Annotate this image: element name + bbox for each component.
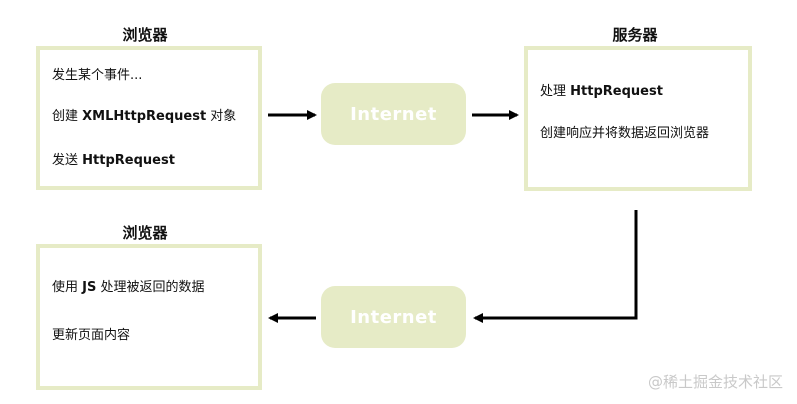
- internet-top-pill: Internet: [321, 83, 466, 145]
- arrow-server-to-internet: [473, 210, 638, 323]
- browser-top-line-3: 发送 HttpRequest: [52, 153, 175, 168]
- browser-bottom-line-1: 使用 JS 处理被返回的数据: [52, 280, 205, 295]
- server-title: 服务器: [612, 26, 658, 44]
- server-box: 处理 HttpRequest 创建响应并将数据返回浏览器: [524, 46, 752, 191]
- server-line-2: 创建响应并将数据返回浏览器: [540, 126, 710, 141]
- internet-bottom-pill: Internet: [321, 286, 466, 348]
- browser-top-title: 浏览器: [122, 26, 168, 44]
- server-line-1: 处理 HttpRequest: [540, 84, 663, 99]
- browser-top-line-1: 发生某个事件...: [52, 68, 143, 83]
- watermark: @稀土掘金技术社区: [647, 373, 783, 391]
- browser-top-line-2: 创建 XMLHttpRequest 对象: [52, 109, 237, 124]
- browser-top-box: 发生某个事件... 创建 XMLHttpRequest 对象 发送 HttpRe…: [36, 46, 262, 190]
- browser-bottom-line-2: 更新页面内容: [52, 328, 131, 343]
- browser-bottom-box: 使用 JS 处理被返回的数据 更新页面内容: [36, 244, 262, 390]
- browser-bottom-title: 浏览器: [122, 224, 168, 242]
